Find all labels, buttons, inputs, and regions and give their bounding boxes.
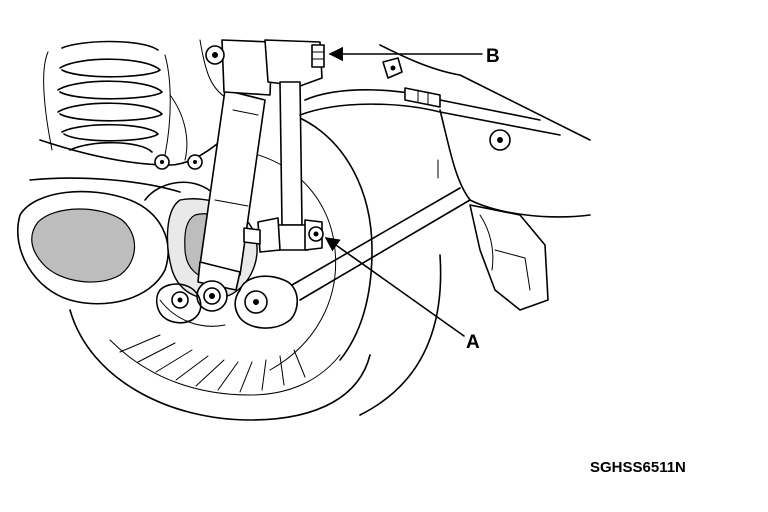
rotor-vent-hatch [119, 334, 306, 393]
body-panel [379, 44, 591, 311]
stabilizer-bar [291, 89, 561, 301]
brake-rotor [69, 117, 373, 421]
upper-link-bolt [311, 44, 325, 68]
stabilizer-link [243, 81, 324, 253]
callout-a: A [324, 237, 480, 353]
upper-mount-bracket [205, 39, 323, 87]
callout-label-b: B [486, 46, 500, 67]
shock-absorber [197, 39, 273, 291]
arrowhead-icon [324, 237, 465, 337]
lower-shock-nut [155, 280, 228, 324]
figure-code: SGHSS6511N [590, 459, 686, 476]
trailing-arm [17, 39, 231, 327]
wheel-arc [359, 254, 442, 416]
misc-bolts [154, 154, 203, 170]
callout-label-a: A [466, 332, 480, 353]
coil-spring [43, 40, 171, 156]
callout-b: B [328, 46, 500, 67]
lower-link-bushing [234, 275, 299, 329]
bolt-icon [243, 226, 324, 245]
